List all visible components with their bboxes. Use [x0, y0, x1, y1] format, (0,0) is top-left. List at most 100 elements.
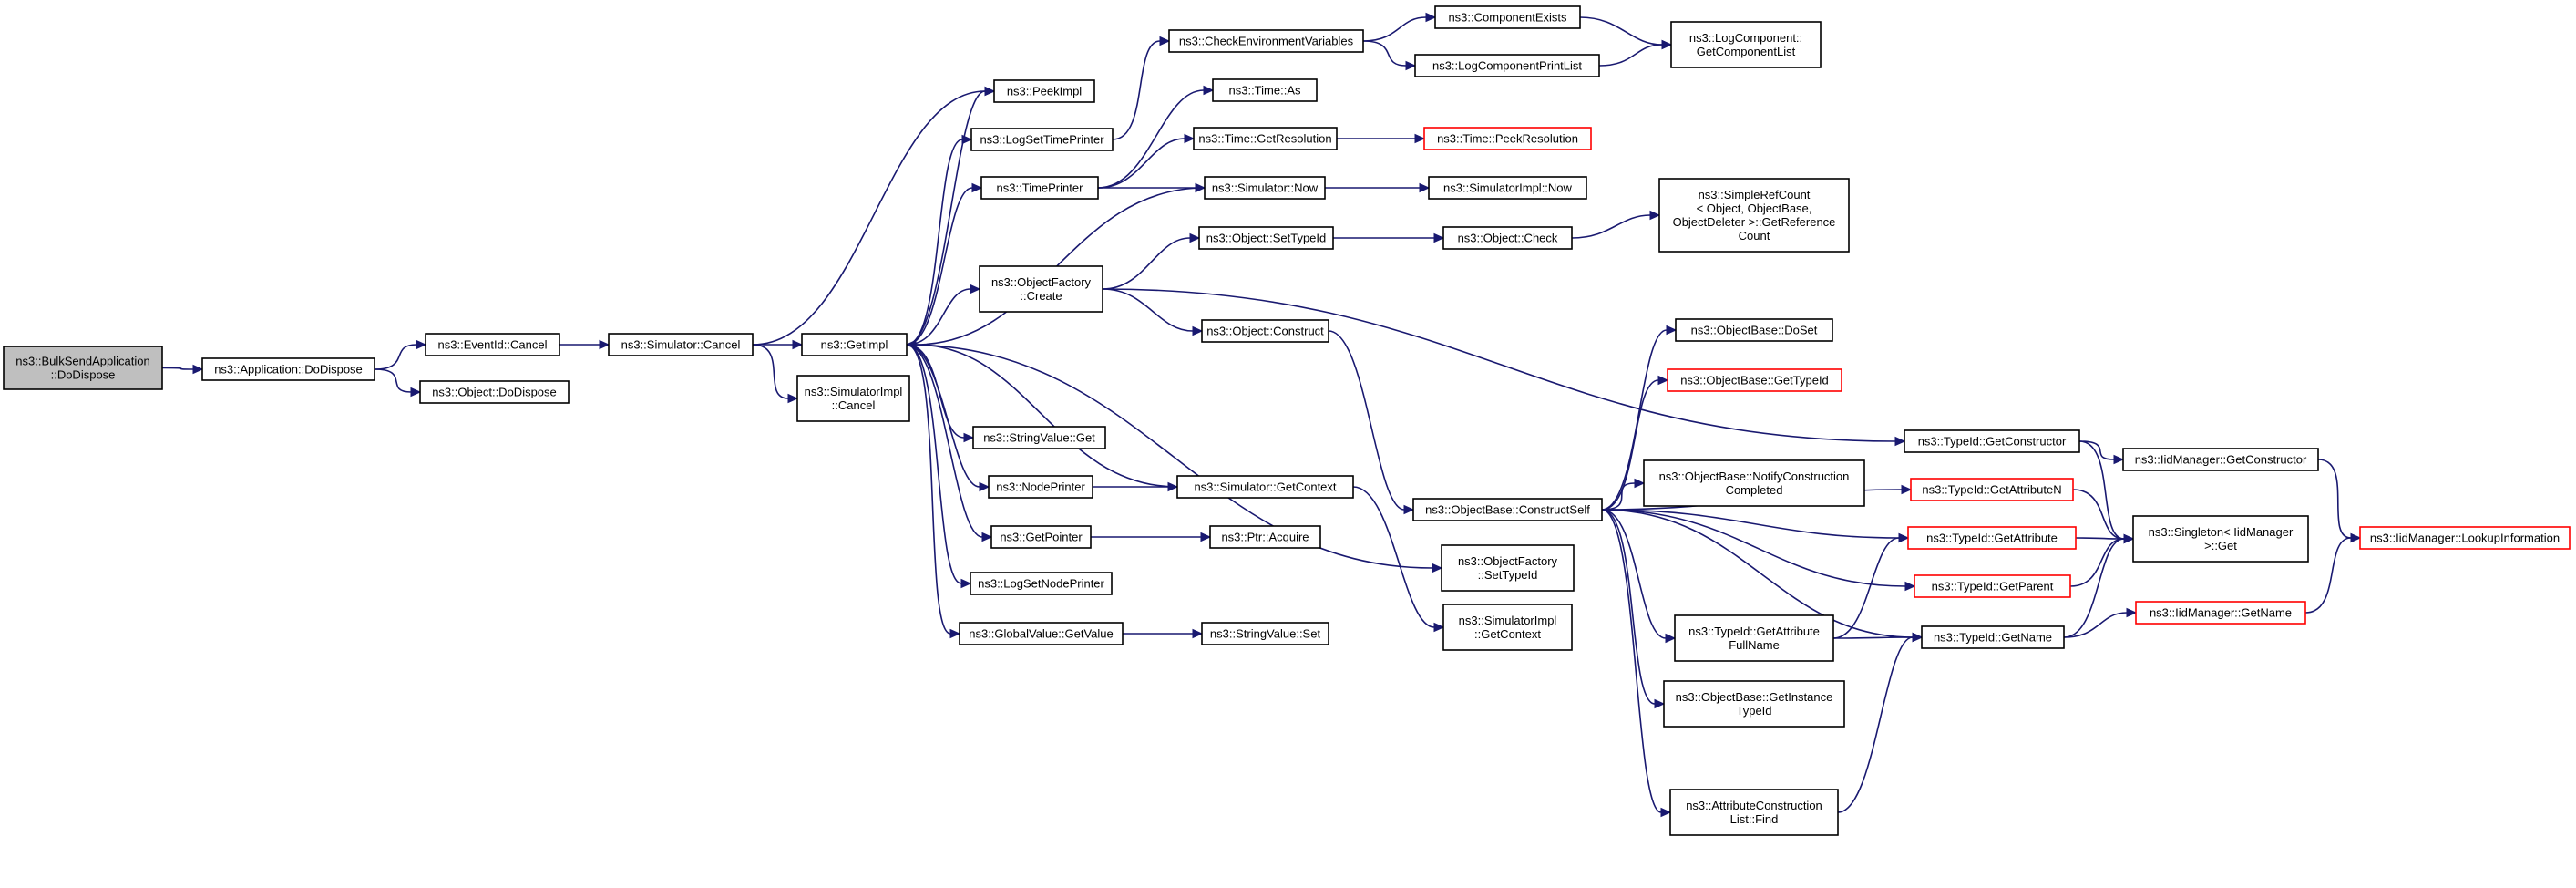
node-n45[interactable]: ns3::TypeId::GetName: [1921, 625, 2065, 649]
node-n44[interactable]: ns3::TypeId::GetParent: [1914, 574, 2071, 598]
node-n3[interactable]: ns3::Object::DoDispose: [419, 380, 570, 404]
edge-line: [1362, 16, 1427, 42]
node-box: [1168, 29, 1364, 53]
node-n35[interactable]: ns3::ObjectBase::DoSet: [1675, 318, 1833, 342]
edge-n45-n47: [2063, 533, 2135, 638]
node-n42[interactable]: ns3::TypeId::GetAttributeN: [1910, 478, 2074, 501]
node-n31[interactable]: ns3::SimpleRefCount< Object, ObjectBase,…: [1658, 178, 1850, 253]
edge-line: [2304, 537, 2352, 614]
node-n32[interactable]: ns3::ObjectBase::ConstructSelf: [1412, 498, 1603, 521]
edge-line: [906, 344, 983, 538]
node-label-line: ::Create: [1020, 289, 1062, 303]
node-n19[interactable]: ns3::Simulator::Now: [1204, 176, 1326, 200]
node-label-line: ns3::ObjectFactory: [1458, 554, 1558, 568]
node-n24[interactable]: ns3::StringValue::Set: [1201, 622, 1329, 645]
node-n13[interactable]: ns3::GetPointer: [990, 525, 1092, 549]
edge-n10-n41: [1102, 288, 1906, 447]
node-box: [979, 265, 1103, 313]
node-box: [1428, 176, 1587, 200]
node-n8[interactable]: ns3::LogSetTimePrinter: [970, 128, 1114, 151]
node-n30[interactable]: ns3::Object::Check: [1442, 226, 1573, 250]
edge-n10-n20: [1102, 232, 1201, 290]
edge-arrowhead: [979, 481, 990, 492]
node-n49[interactable]: ns3::IidManager::LookupInformation: [2359, 526, 2571, 550]
node-n1[interactable]: ns3::Application::DoDispose: [201, 357, 375, 381]
node-box: [801, 333, 908, 356]
node-box: [1674, 614, 1834, 662]
edge-n32-n38: [1601, 509, 1677, 644]
node-n12[interactable]: ns3::NodePrinter: [988, 475, 1093, 499]
node-n48[interactable]: ns3::IidManager::GetName: [2135, 601, 2306, 625]
node-n0[interactable]: ns3::BulkSendApplication::DoDispose: [3, 346, 163, 390]
edge-n18-n28: [1336, 133, 1426, 144]
edge-arrowhead: [1904, 581, 1916, 592]
node-n33[interactable]: ns3::ObjectFactory::SetTypeId: [1441, 544, 1575, 592]
node-label-line: ns3::TypeId::GetAttributeN: [1922, 483, 2061, 497]
edge-arrowhead: [1432, 563, 1443, 573]
node-box: [1904, 429, 2080, 453]
edge-line: [1832, 636, 1914, 639]
node-n25[interactable]: ns3::ComponentExists: [1434, 5, 1581, 29]
edge-arrowhead: [1414, 133, 1426, 144]
node-n47[interactable]: ns3::Singleton< IidManager>::Get: [2132, 515, 2309, 563]
edge-line: [2069, 538, 2125, 587]
node-n29[interactable]: ns3::SimulatorImpl::Now: [1428, 176, 1587, 200]
edge-line: [1601, 509, 1906, 587]
node-box: [419, 380, 570, 404]
edge-n1-n3: [374, 368, 422, 398]
node-n34[interactable]: ns3::SimulatorImpl::GetContext: [1442, 604, 1573, 651]
node-n26[interactable]: ns3::LogComponentPrintList: [1414, 54, 1600, 77]
edge-n6-n12: [906, 344, 990, 492]
edge-arrowhead: [1912, 632, 1924, 643]
node-n28[interactable]: ns3::Time::PeekResolution: [1423, 127, 1592, 150]
node-n37[interactable]: ns3::ObjectBase::NotifyConstructionCompl…: [1643, 459, 1865, 507]
edge-n32-n36: [1601, 375, 1669, 511]
node-n27[interactable]: ns3::LogComponent::GetComponentList: [1670, 21, 1822, 68]
node-n9[interactable]: ns3::TimePrinter: [980, 176, 1099, 200]
node-box: [1434, 5, 1581, 29]
node-n16[interactable]: ns3::CheckEnvironmentVariables: [1168, 29, 1364, 53]
edge-n9-n17: [1097, 85, 1215, 189]
edge-line: [2072, 489, 2125, 540]
node-box: [1667, 368, 1842, 392]
node-n6[interactable]: ns3::GetImpl: [801, 333, 908, 356]
node-n15[interactable]: ns3::GlobalValue::GetValue: [959, 622, 1124, 645]
node-n18[interactable]: ns3::Time::GetResolution: [1193, 127, 1338, 150]
node-n36[interactable]: ns3::ObjectBase::GetTypeId: [1667, 368, 1842, 392]
node-n43[interactable]: ns3::TypeId::GetAttribute: [1907, 526, 2077, 550]
node-n23[interactable]: ns3::Ptr::Acquire: [1209, 525, 1321, 549]
node-label-line: ns3::AttributeConstruction: [1686, 799, 1822, 812]
node-n22[interactable]: ns3::Simulator::GetContext: [1176, 475, 1354, 499]
node-box: [2135, 601, 2306, 625]
node-n20[interactable]: ns3::Object::SetTypeId: [1198, 226, 1334, 250]
edge-n4-n5: [752, 86, 996, 346]
edge-n9-n18: [1097, 133, 1196, 189]
edge-arrowhead: [1649, 210, 1661, 221]
node-n2[interactable]: ns3::EventId::Cancel: [425, 333, 560, 356]
node-label-line: ns3::ObjectBase::GetInstance: [1676, 690, 1833, 704]
node-box: [796, 375, 910, 422]
node-box: [1643, 459, 1865, 507]
node-n11[interactable]: ns3::StringValue::Get: [972, 426, 1106, 449]
node-n4[interactable]: ns3::Simulator::Cancel: [608, 333, 754, 356]
node-n21[interactable]: ns3::Object::Construct: [1201, 319, 1329, 343]
node-label-line: ns3::Time::GetResolution: [1198, 132, 1331, 146]
edge-arrowhead: [1654, 698, 1666, 709]
node-n14[interactable]: ns3::LogSetNodePrinter: [970, 572, 1113, 595]
edge-line: [161, 367, 194, 370]
edge-line: [1362, 40, 1407, 67]
edge-line: [2063, 538, 2125, 638]
node-box: [1907, 526, 2077, 550]
node-n5[interactable]: ns3::PeekImpl: [993, 79, 1095, 103]
node-n7[interactable]: ns3::SimulatorImpl::Cancel: [796, 375, 910, 422]
node-n10[interactable]: ns3::ObjectFactory::Create: [979, 265, 1103, 313]
node-n17[interactable]: ns3::Time::As: [1212, 78, 1318, 102]
node-n46[interactable]: ns3::IidManager::GetConstructor: [2122, 448, 2319, 471]
node-label-line: ns3::Ptr::Acquire: [1221, 531, 1309, 544]
edge-arrowhead: [971, 182, 983, 193]
node-n41[interactable]: ns3::TypeId::GetConstructor: [1904, 429, 2080, 453]
edge-line: [1598, 44, 1663, 67]
